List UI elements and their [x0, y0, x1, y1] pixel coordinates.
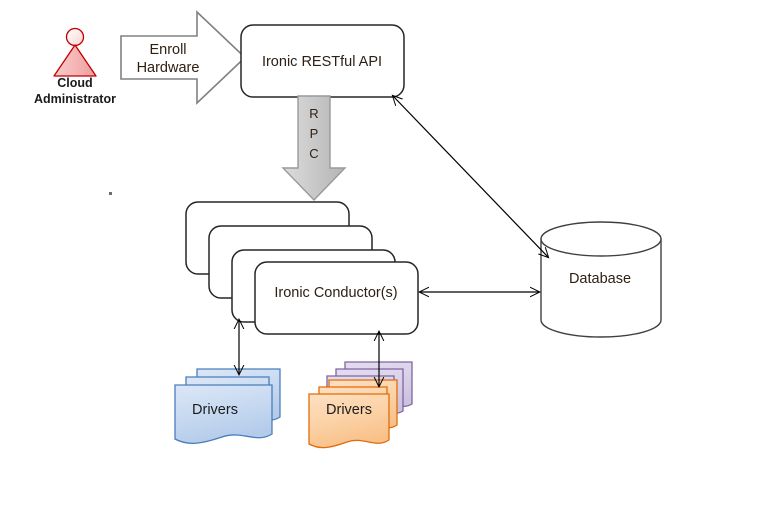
drivers-blue-stack: [174, 368, 281, 444]
stray-dot-artifact: [109, 192, 112, 195]
rpc-block-arrow: [281, 95, 347, 202]
drivers-orange-stack: [308, 379, 398, 449]
conductor-box-front: [254, 261, 419, 335]
database-cylinder: [540, 221, 662, 338]
enroll-hardware-block-arrow: [120, 10, 247, 105]
driver-orange-doc-front: [308, 393, 390, 449]
driver-blue-doc-front: [174, 384, 273, 444]
actor-head-icon: [65, 27, 85, 47]
connector-api-database: [393, 96, 548, 257]
actor-cloud-administrator: [53, 27, 97, 77]
ironic-conductor-stack: [185, 201, 419, 335]
actor-body-icon: [53, 44, 97, 77]
ironic-restful-api-box: [240, 24, 405, 98]
